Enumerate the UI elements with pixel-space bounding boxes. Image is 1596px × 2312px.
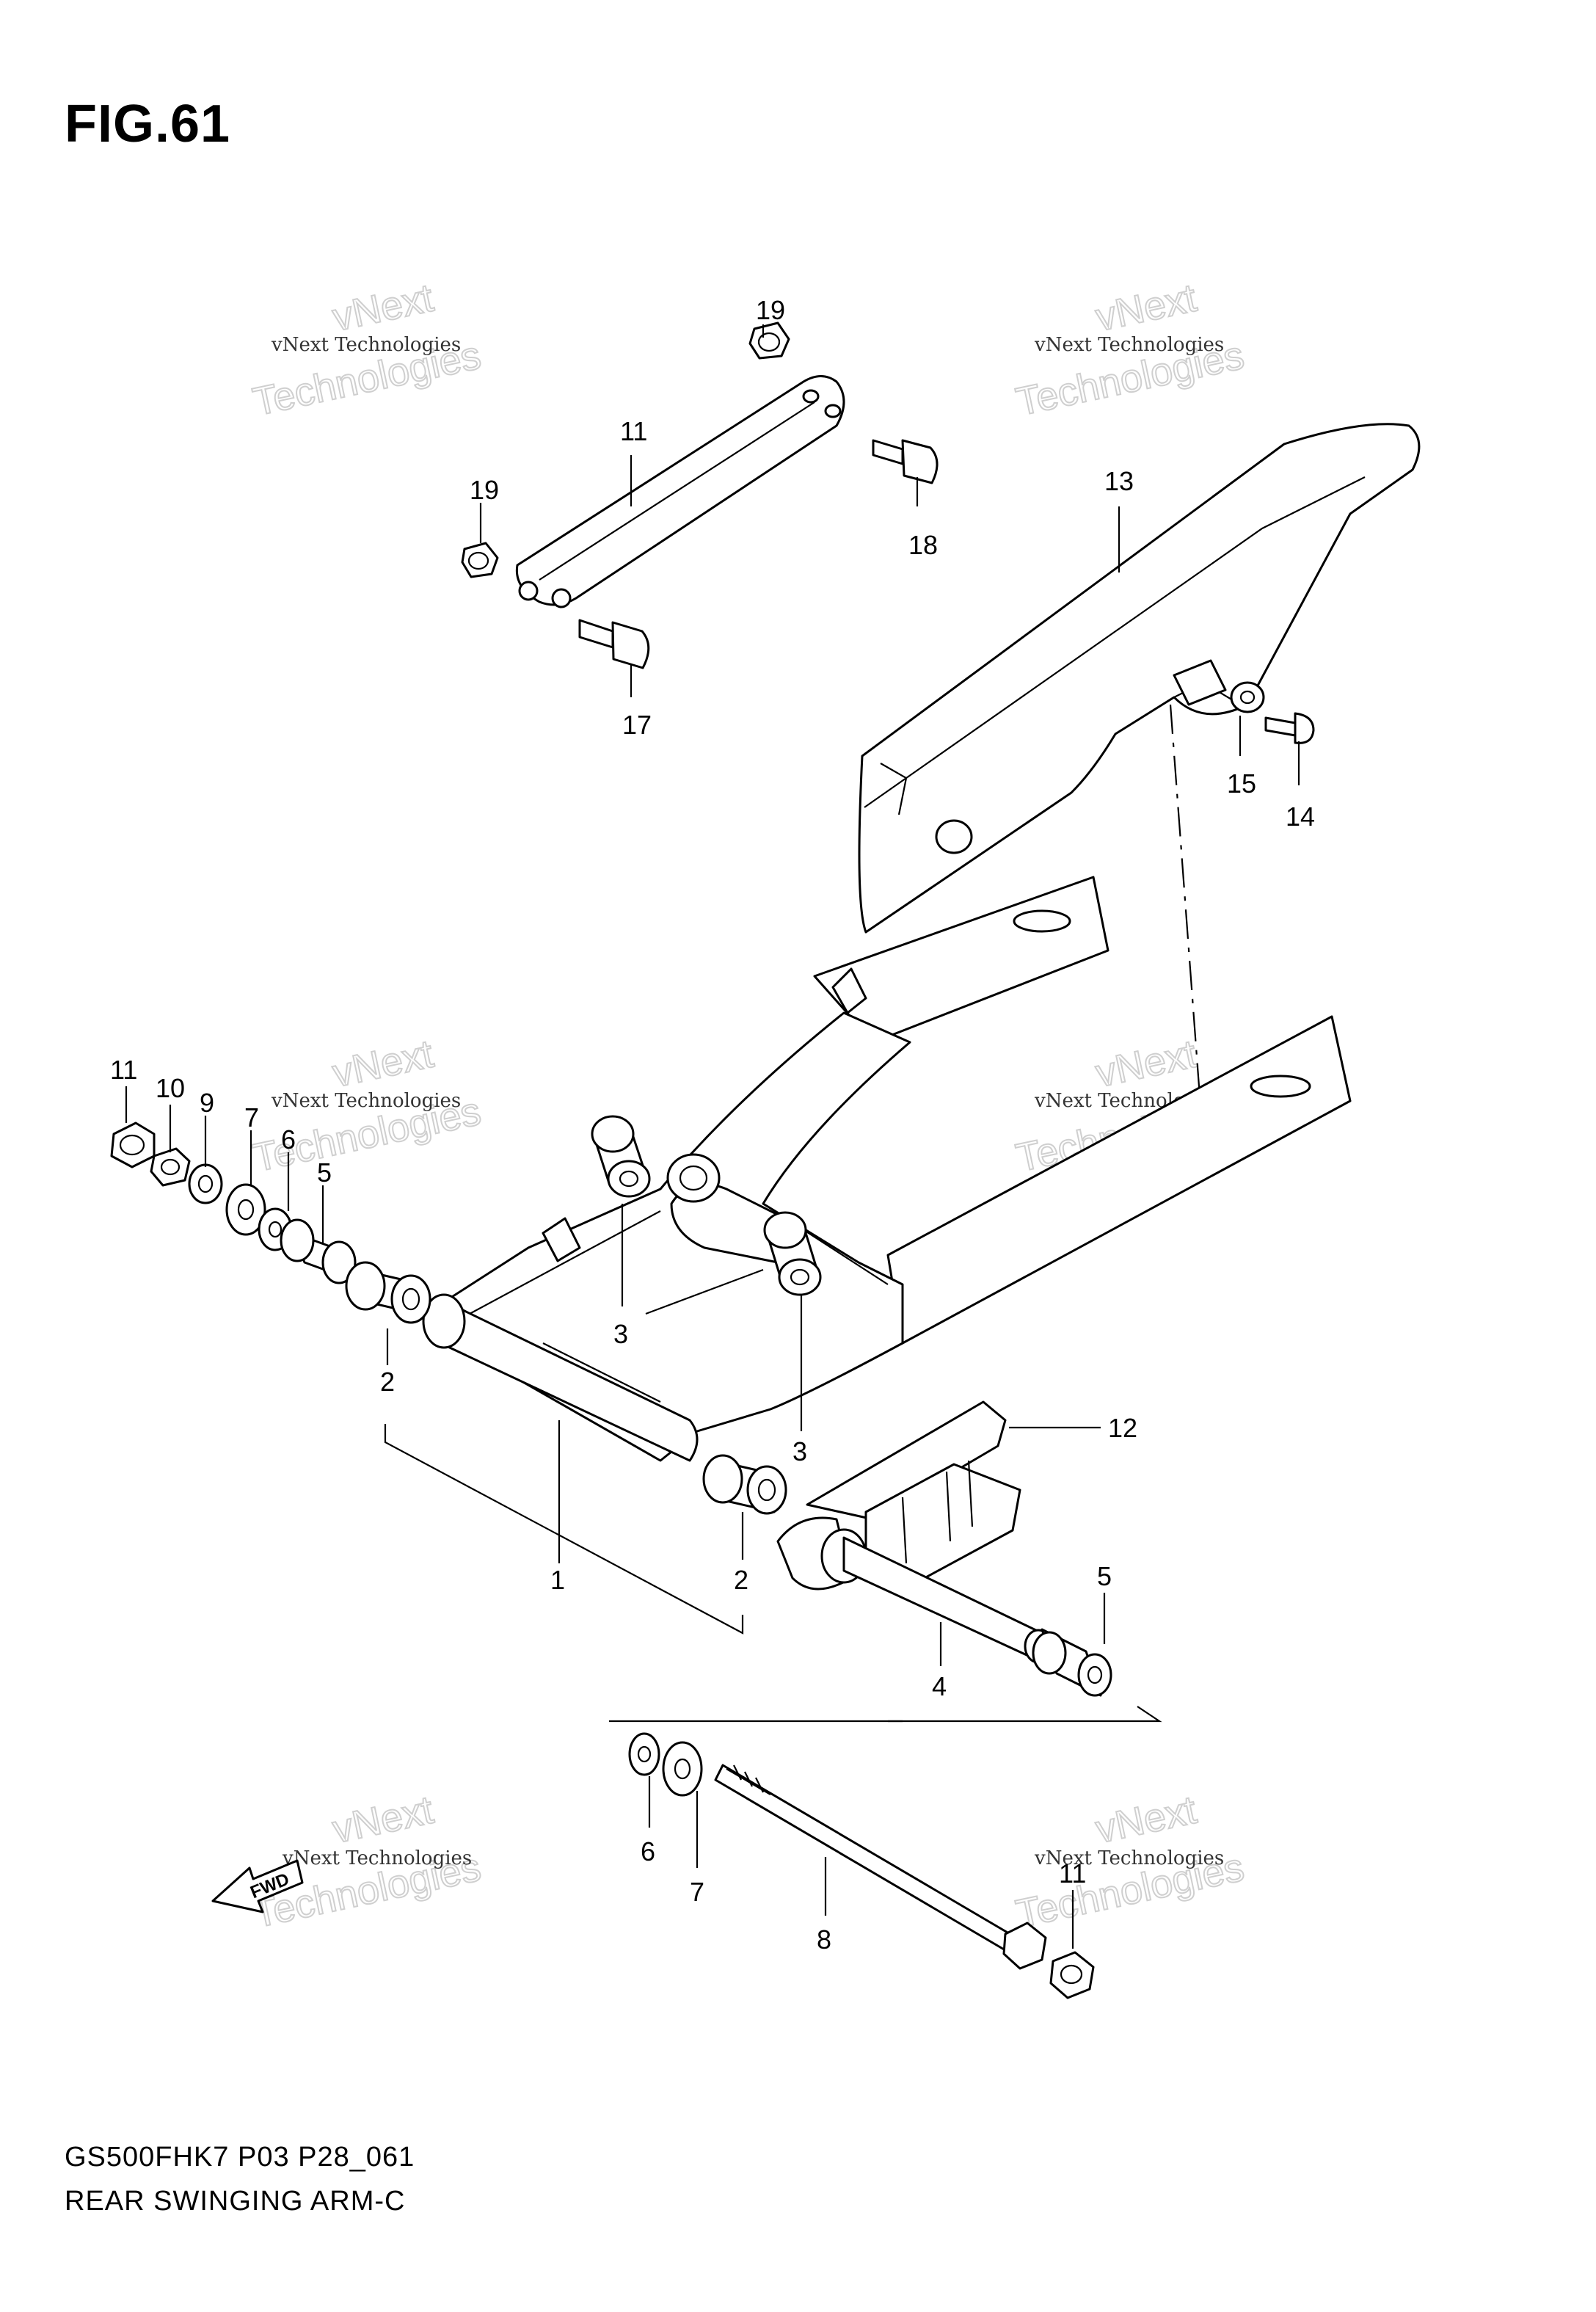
bearing-3-upper <box>591 1115 651 1198</box>
chain-buffer-12 <box>806 1400 1021 1579</box>
svg-text:vNext: vNext <box>329 276 437 340</box>
callout-1: 1 <box>550 1565 565 1595</box>
callout-7: 7 <box>690 1877 704 1907</box>
bolt-17 <box>578 619 614 649</box>
swinging-arm <box>422 876 1352 1462</box>
torque-link-assembly <box>461 321 939 669</box>
nut-19-top <box>748 321 790 360</box>
cap-11 <box>110 1122 156 1168</box>
svg-text:vNext: vNext <box>329 1788 437 1852</box>
lower-hardware <box>628 1732 1095 1999</box>
leader-lines <box>125 324 1300 1949</box>
callout-16: 11 <box>620 416 647 446</box>
watermark-text: vNext Technologies <box>1034 334 1224 356</box>
callout-19: 19 <box>756 295 785 325</box>
svg-text:vNext: vNext <box>329 1032 437 1096</box>
callout-18: 18 <box>908 530 938 560</box>
bearing-3-lower <box>763 1211 822 1296</box>
callout-2: 2 <box>734 1565 748 1595</box>
callout-11: 11 <box>1059 1858 1086 1889</box>
watermark-text: vNext Technologies <box>271 1090 461 1112</box>
svg-text:vNext: vNext <box>1092 276 1200 340</box>
washer-7-lower <box>662 1741 703 1797</box>
callout-12: 12 <box>1108 1413 1137 1443</box>
bushing-2-right <box>702 1454 787 1515</box>
callout-11: 11 <box>110 1055 137 1085</box>
washer-9 <box>188 1163 223 1204</box>
callout-3: 3 <box>792 1436 807 1466</box>
washer-15 <box>1230 681 1265 713</box>
svg-text:vNext: vNext <box>1092 1032 1200 1096</box>
nut-10 <box>150 1147 191 1187</box>
pivot-assembly <box>776 1516 1112 1697</box>
callout-13: 13 <box>1104 466 1134 496</box>
footer-model-code: GS500FHK7 P03 P28_061 <box>65 2142 415 2173</box>
callout-8: 8 <box>817 1924 831 1955</box>
chain-case <box>858 423 1421 934</box>
callout-15: 15 <box>1227 768 1256 799</box>
washer-7 <box>225 1183 266 1236</box>
pivot-bolt-8 <box>714 1764 1018 1954</box>
callout-9: 9 <box>200 1088 214 1118</box>
watermark-text: vNext Technologies <box>282 1847 472 1869</box>
left-hardware-stack <box>110 1122 431 1324</box>
chain-case-assembly <box>858 423 1421 1146</box>
svg-text:vNext: vNext <box>1092 1788 1200 1852</box>
callout-3: 3 <box>613 1319 628 1349</box>
nut-11-lower <box>1049 1951 1095 1999</box>
callout-4: 4 <box>932 1671 947 1701</box>
callout-14: 14 <box>1286 801 1315 832</box>
nut-19-left <box>461 542 499 578</box>
torque-link <box>515 375 845 606</box>
callout-labels: 19 11 19 18 17 13 15 14 11 11 10 9 7 6 5… <box>110 295 1315 1955</box>
footer-part-name: REAR SWINGING ARM-C <box>65 2186 406 2217</box>
callout-10: 10 <box>156 1073 185 1103</box>
bolt-18 <box>872 439 904 465</box>
watermark-text: vNext Technologies <box>271 334 461 356</box>
callout-7: 7 <box>244 1102 259 1133</box>
callout-6: 6 <box>281 1124 296 1155</box>
callout-17: 17 <box>622 710 652 740</box>
callout-5: 5 <box>1097 1561 1112 1591</box>
callout-5: 5 <box>317 1157 332 1188</box>
washer-6-lower <box>628 1732 660 1776</box>
callout-19: 19 <box>470 475 499 505</box>
callout-6: 6 <box>641 1836 655 1866</box>
screw-14 <box>1264 716 1297 737</box>
callout-2: 2 <box>380 1367 395 1397</box>
watermark-text: vNext Technologies <box>1034 1847 1224 1869</box>
figure-title: FIG.61 <box>65 95 231 153</box>
